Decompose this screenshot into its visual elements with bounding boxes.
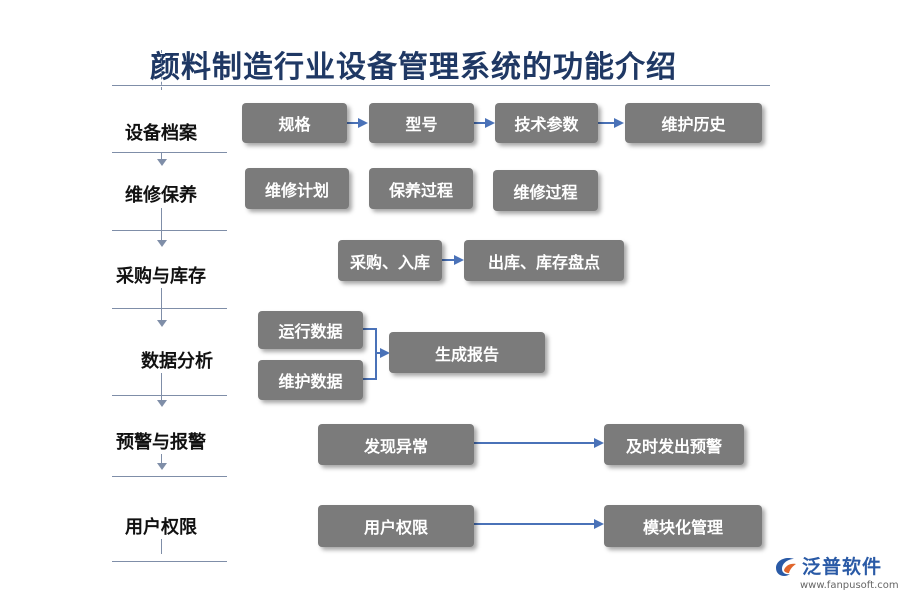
logo-name: 泛普软件 (802, 556, 883, 578)
timeline-arrow-icon (157, 463, 167, 470)
category-data-analysis: 数据分析 (140, 347, 214, 373)
row-separator (112, 308, 227, 309)
timeline-arrow-icon (157, 240, 167, 247)
box-outbound-stocktake: 出库、库存盘点 (464, 240, 624, 281)
box-user-permission: 用户权限 (318, 505, 474, 547)
logo-url: www.fanpusoft.com (800, 580, 899, 591)
timeline-connector (161, 288, 162, 322)
box-spec: 规格 (242, 103, 347, 143)
box-repair-process: 维修过程 (493, 170, 598, 211)
timeline-arrow-icon (157, 320, 167, 327)
title-underline (112, 85, 770, 86)
category-warning: 预警与报警 (115, 428, 207, 454)
category-permissions: 用户权限 (124, 513, 198, 539)
row-separator (112, 230, 227, 231)
timeline-arrow-icon (157, 159, 167, 166)
box-maint-history: 维护历史 (625, 103, 762, 143)
row-separator (112, 395, 227, 396)
box-operation-data: 运行数据 (258, 311, 363, 349)
bracket-connector (363, 328, 377, 380)
timeline-connector (161, 452, 162, 466)
company-logo: 泛普软件 (772, 552, 882, 579)
box-modular-management: 模块化管理 (604, 505, 762, 547)
box-repair-plan: 维修计划 (245, 168, 349, 209)
box-issue-warning: 及时发出预警 (604, 424, 744, 465)
timeline-connector (161, 152, 162, 164)
category-equipment-archive: 设备档案 (124, 119, 198, 145)
box-model: 型号 (369, 103, 474, 143)
category-maintenance: 维修保养 (124, 181, 198, 207)
box-generate-report: 生成报告 (389, 332, 545, 373)
timeline-connector (161, 208, 162, 242)
row-separator (112, 561, 227, 562)
fanpu-logo-icon (776, 557, 796, 576)
page-title: 颜料制造行业设备管理系统的功能介绍 (150, 50, 677, 85)
box-tech-params: 技术参数 (495, 103, 598, 143)
box-purchase-inbound: 采购、入库 (338, 240, 442, 281)
box-upkeep-process: 保养过程 (369, 168, 473, 209)
box-maintenance-data: 维护数据 (258, 360, 363, 400)
row-separator (112, 476, 227, 477)
timeline-dashed-line (161, 50, 162, 90)
box-detect-anomaly: 发现异常 (318, 424, 474, 465)
timeline-connector (161, 538, 162, 554)
timeline-connector (161, 372, 162, 402)
row-separator (112, 152, 227, 153)
category-purchase-inventory: 采购与库存 (115, 262, 207, 288)
timeline-arrow-icon (157, 400, 167, 407)
